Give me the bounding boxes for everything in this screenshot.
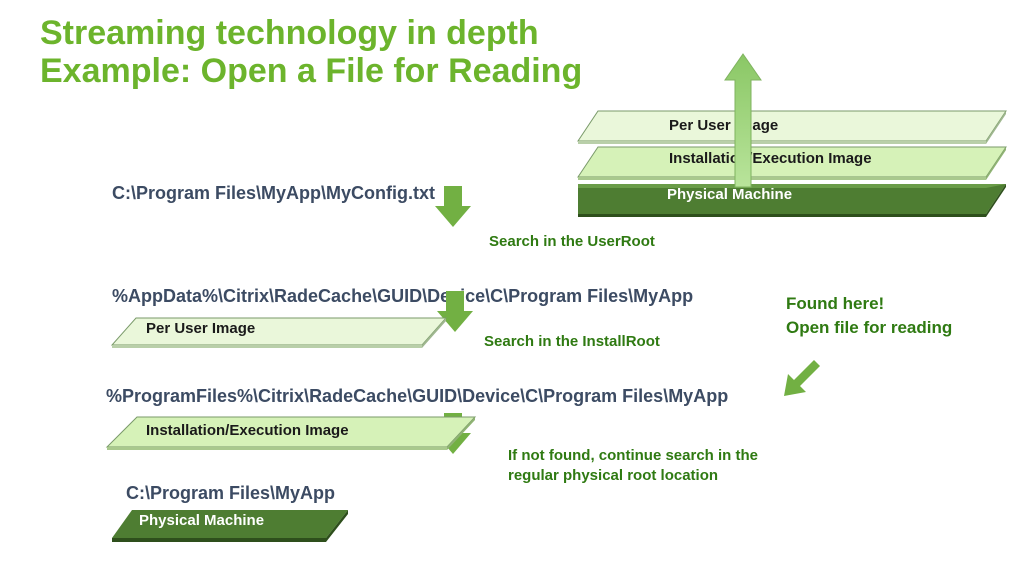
found-note: Found here! Open file for reading bbox=[786, 292, 952, 340]
found-line-1: Found here! bbox=[786, 294, 885, 313]
found-line-2: Open file for reading bbox=[786, 318, 953, 337]
installation-layer bbox=[105, 416, 477, 450]
stack-per-user-layer bbox=[577, 110, 1007, 144]
stack-installation-layer bbox=[577, 146, 1007, 180]
title-line-2: Example: Open a File for Reading bbox=[40, 52, 583, 90]
stack-physical-layer bbox=[578, 184, 1006, 217]
stack-physical-label: Physical Machine bbox=[667, 186, 793, 203]
up-arrow-icon bbox=[724, 53, 762, 188]
physical-label: Physical Machine bbox=[139, 512, 265, 529]
diagonal-arrow-icon bbox=[784, 358, 820, 396]
down-arrow-icon bbox=[437, 291, 473, 332]
search-installroot-note: Search in the InstallRoot bbox=[484, 333, 660, 350]
user-root-path: %AppData%\Citrix\RadeCache\GUID\Device\C… bbox=[112, 286, 694, 306]
per-user-layer bbox=[110, 317, 448, 348]
down-arrow-icon bbox=[435, 186, 471, 227]
install-root-path: %ProgramFiles%\Citrix\RadeCache\GUID\Dev… bbox=[106, 386, 729, 406]
physical-layer bbox=[112, 510, 348, 542]
page-title: Streaming technology in depth Example: O… bbox=[40, 14, 582, 90]
physical-root-path: C:\Program Files\MyApp bbox=[126, 483, 336, 503]
fallback-note: If not found, continue search in the reg… bbox=[508, 447, 758, 484]
config-file-path: C:\Program Files\MyApp\MyConfig.txt bbox=[112, 183, 436, 203]
stack-installation-label: Installation/Execution Image bbox=[669, 150, 872, 167]
per-user-label: Per User Image bbox=[146, 320, 256, 337]
installation-label: Installation/Execution Image bbox=[146, 422, 349, 439]
title-line-1: Streaming technology in depth bbox=[40, 14, 539, 52]
search-userroot-note: Search in the UserRoot bbox=[489, 233, 655, 250]
